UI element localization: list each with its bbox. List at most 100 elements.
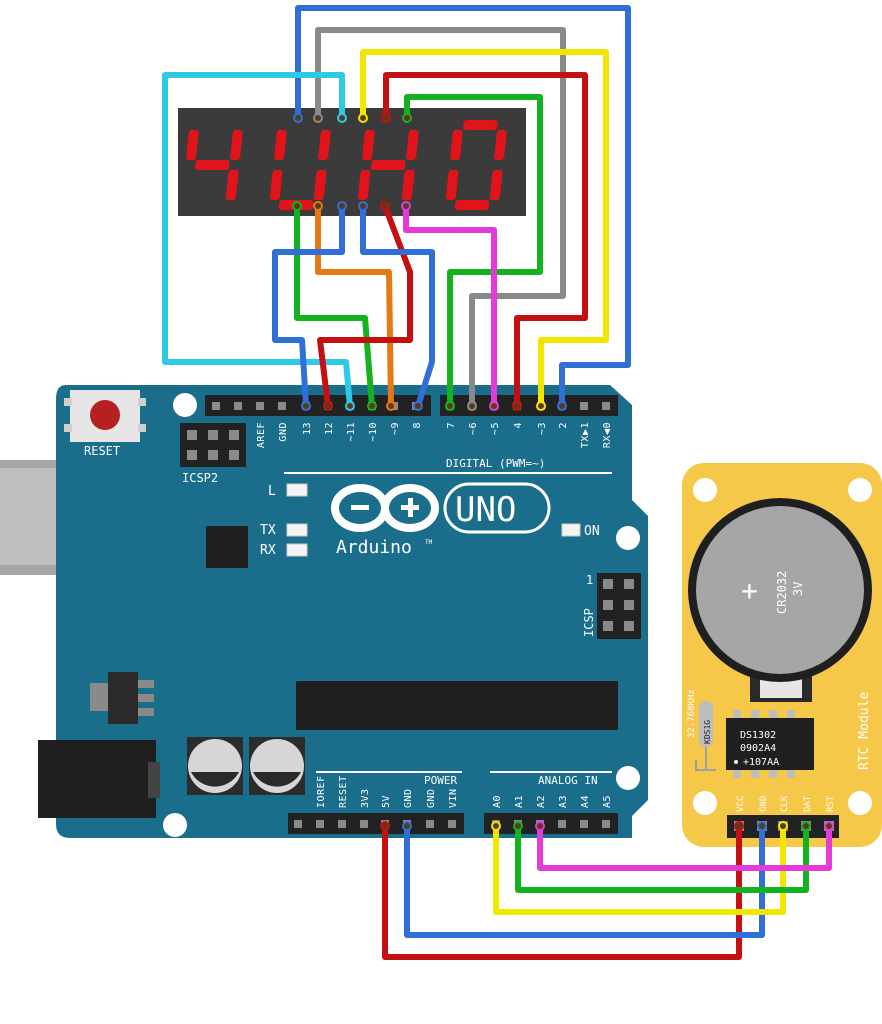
wire-end	[301, 401, 311, 411]
wire-end	[402, 113, 412, 123]
chip-line-2: 0902A4	[740, 743, 776, 754]
segment-d	[190, 200, 226, 210]
segment-f	[186, 130, 199, 160]
analog-pin-label: A0	[492, 795, 503, 808]
segment-g	[459, 160, 494, 170]
rtc-pin-label: RST	[826, 795, 836, 812]
decimal-point	[329, 201, 338, 209]
segment-c	[401, 170, 415, 200]
power-pin-label: IOREF	[316, 775, 327, 808]
uno-badge	[443, 482, 551, 534]
decimal-point	[505, 201, 514, 209]
mcu-chip	[296, 681, 618, 730]
segment-d	[454, 200, 490, 210]
segment-b	[230, 130, 243, 160]
mount-hole	[693, 791, 717, 815]
crystal-frequency: 32.768KHz	[687, 689, 697, 738]
wire-end	[757, 821, 767, 831]
reset-label: RESET	[84, 444, 120, 458]
rtc-pin-label: CLK	[780, 795, 790, 812]
wire-gray-d6	[315, 27, 566, 409]
wire-end	[313, 113, 323, 123]
wire-end	[401, 201, 411, 211]
ds1302-chip	[726, 710, 814, 778]
analog-pin-label: A4	[580, 795, 591, 808]
display-digit	[445, 120, 514, 210]
crystal-oscillator	[695, 701, 716, 771]
analog-pin-label: A1	[514, 795, 525, 808]
header-pin	[448, 820, 456, 828]
wire-end	[293, 113, 303, 123]
wire-end	[358, 113, 368, 123]
analog-header-label: ANALOG IN	[538, 774, 598, 787]
header-pin	[278, 402, 286, 410]
digital-pin-label: 7	[446, 422, 457, 429]
digital-pin-label: 12	[324, 422, 335, 435]
segment-e	[357, 170, 371, 200]
digital-header-right	[440, 395, 618, 416]
rtc-module: + CR2032 3V 32.768KHz KDS1G DS1302 0902A…	[682, 463, 882, 847]
digital-pin-label: ~5	[490, 422, 501, 435]
led-rx-label: RX	[260, 543, 276, 558]
segment-c	[225, 170, 239, 200]
wire-end	[513, 821, 523, 831]
digital-pin-label: 13	[302, 422, 313, 435]
segment-e	[269, 170, 283, 200]
digital-pin-label: ~3	[537, 422, 548, 435]
wire-magenta-rst	[537, 823, 832, 871]
wire-green-dat	[515, 823, 809, 893]
wire-end	[402, 821, 412, 831]
wire-red-d4	[383, 72, 588, 409]
power-pin-label: VIN	[448, 788, 459, 808]
led-tx-label: TX	[260, 523, 276, 538]
icsp-header	[597, 573, 641, 639]
wire-orange-d9	[315, 203, 394, 409]
segment-f	[362, 130, 375, 160]
mount-hole	[848, 791, 872, 815]
segment-e	[181, 170, 195, 200]
wire-yellow-d3	[360, 49, 609, 409]
analog-pin-label: A5	[602, 795, 613, 808]
digital-pin-label: ~10	[368, 422, 379, 442]
wire-end	[489, 401, 499, 411]
header-pin	[558, 820, 566, 828]
power-pin-label: 5V	[381, 795, 392, 808]
segment-a	[463, 120, 498, 130]
power-header-label: POWER	[424, 774, 457, 787]
trademark-text: TM	[425, 539, 433, 546]
wire-end	[337, 201, 347, 211]
segment-g	[195, 160, 230, 170]
segment-g	[371, 160, 406, 170]
analog-header	[484, 813, 618, 834]
wire-end	[536, 401, 546, 411]
wire-end	[380, 201, 390, 211]
wire-green-d7	[404, 94, 543, 409]
segment-g	[283, 160, 318, 170]
analog-pin-label: A2	[536, 795, 547, 808]
arduino-logo	[331, 484, 439, 532]
wire-end	[381, 113, 391, 123]
digital-pin-label: ~9	[390, 422, 401, 435]
header-pin	[316, 820, 324, 828]
wire-end	[778, 821, 788, 831]
segment-c	[313, 170, 327, 200]
mount-hole	[163, 813, 187, 837]
wire-end	[358, 201, 368, 211]
power-jack	[38, 740, 160, 818]
wire-blue-d8	[360, 203, 435, 409]
analog-pin-label: A3	[558, 795, 569, 808]
chip-line-1: DS1302	[740, 730, 776, 741]
wire-green-d10	[294, 203, 375, 409]
voltage-regulator	[90, 672, 154, 724]
wire-end	[824, 821, 834, 831]
wire-end	[557, 401, 567, 411]
wire-cyan-d11	[162, 72, 353, 409]
reset-button[interactable]	[64, 390, 146, 442]
analog-pin-labels: A0 A1 A2 A3 A4 A5	[492, 795, 613, 808]
header-pin	[360, 820, 368, 828]
decimal-point	[417, 201, 426, 209]
segment-b	[406, 130, 419, 160]
rtc-pin-label: GND	[759, 796, 769, 812]
